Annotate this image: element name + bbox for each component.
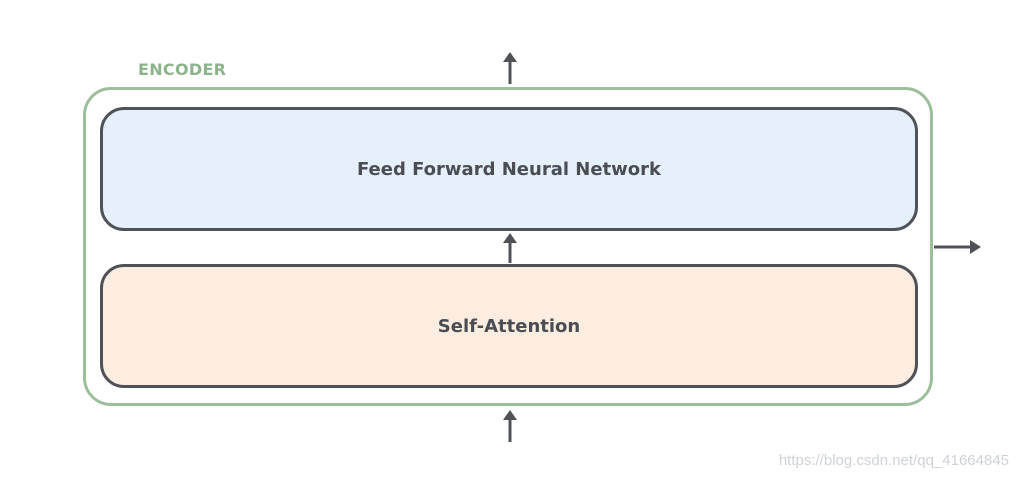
encoder-container	[83, 87, 933, 406]
feed-forward-layer: Feed Forward Neural Network	[100, 107, 918, 231]
self-attention-layer: Self-Attention	[100, 264, 918, 388]
self-attention-label: Self-Attention	[437, 315, 581, 337]
watermark-text: https://blog.csdn.net/qq_41664845	[778, 452, 1009, 469]
feed-forward-label: Feed Forward Neural Network	[356, 158, 661, 180]
side-output-arrow-right	[934, 240, 981, 254]
input-arrow-up	[503, 410, 517, 442]
encoder-label: ENCODER	[138, 60, 227, 79]
output-arrow-up	[503, 52, 517, 84]
between-layers-arrow-up	[503, 233, 517, 263]
